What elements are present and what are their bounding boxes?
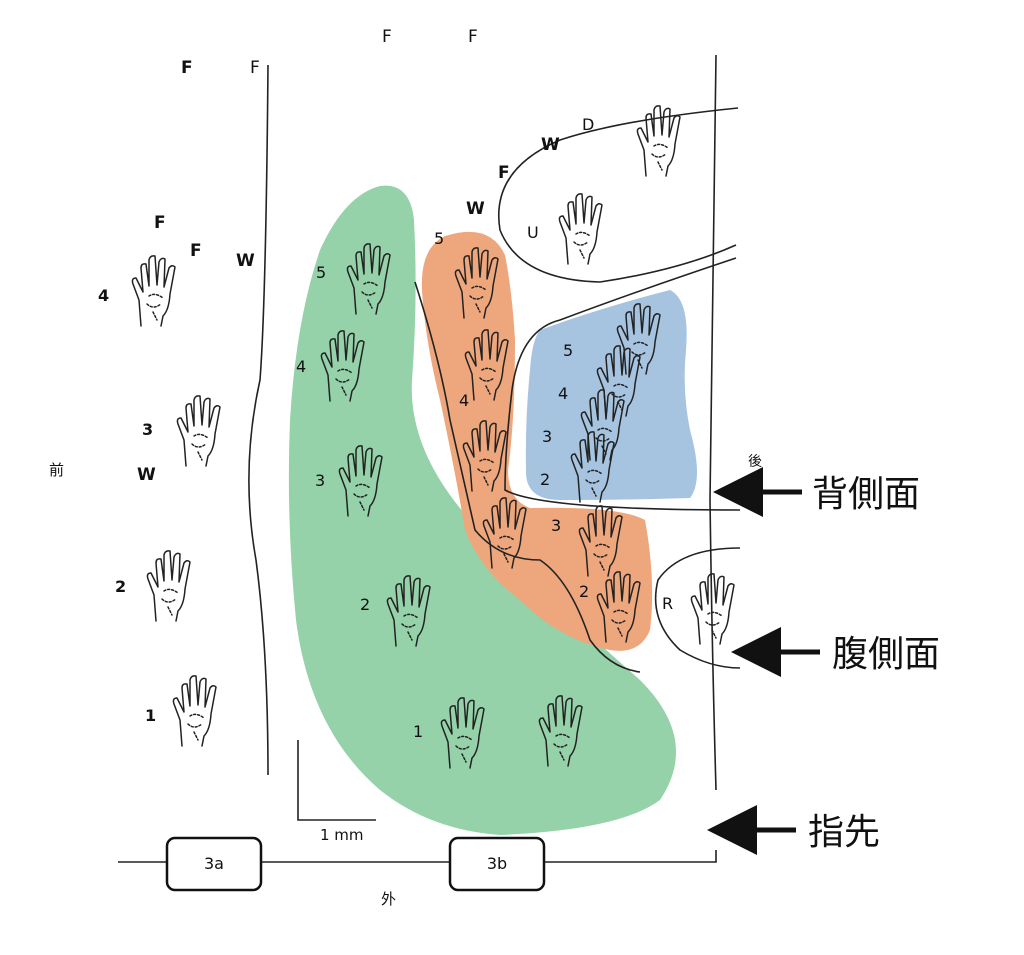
green-region bbox=[288, 185, 676, 836]
label-w-left-b: W bbox=[137, 465, 156, 485]
hand-icon bbox=[172, 675, 217, 747]
label-digit-4-left: 4 bbox=[98, 286, 109, 305]
label-green-5: 5 bbox=[316, 263, 326, 282]
label-u: U bbox=[527, 223, 539, 242]
label-blue-2: 2 bbox=[540, 470, 550, 489]
label-green-4: 4 bbox=[296, 357, 306, 376]
area-3b-label: 3b bbox=[487, 854, 507, 873]
label-f-top-4: F bbox=[468, 27, 478, 47]
label-w-right-2: W bbox=[541, 135, 560, 155]
label-f-top-3: F bbox=[382, 27, 392, 47]
label-w-left-a: W bbox=[236, 251, 255, 271]
area-3b-box bbox=[448, 836, 546, 892]
label-green-3: 3 bbox=[315, 471, 325, 490]
area-3a-label: 3a bbox=[204, 854, 224, 873]
label-posterior: 後 bbox=[748, 454, 762, 470]
label-green-1: 1 bbox=[413, 722, 423, 741]
label-f-right: F bbox=[498, 163, 510, 183]
upper-oval-line bbox=[498, 107, 739, 283]
label-digit-1-left: 1 bbox=[145, 706, 156, 725]
label-blue-4: 4 bbox=[558, 384, 568, 403]
label-f-top-1: F bbox=[181, 58, 193, 78]
right-boundary-line bbox=[709, 54, 717, 791]
label-green-2: 2 bbox=[360, 595, 370, 614]
label-digit-3-left: 3 bbox=[142, 420, 153, 439]
hand-icon bbox=[176, 395, 221, 467]
lower-oval-line bbox=[654, 547, 741, 669]
label-w-right-1: W bbox=[466, 199, 485, 219]
scale-bar-label: 1 mm bbox=[320, 826, 364, 844]
label-orange-4: 4 bbox=[459, 391, 469, 410]
label-digit-2-left: 2 bbox=[115, 577, 126, 596]
left-boundary-line bbox=[248, 64, 269, 776]
label-orange-3: 3 bbox=[551, 516, 561, 535]
label-lateral: 外 bbox=[381, 890, 396, 908]
label-anterior: 前 bbox=[49, 461, 64, 479]
annotation-dorsal: 背側面 bbox=[812, 474, 920, 515]
label-orange-5: 5 bbox=[434, 229, 444, 248]
annotation-ventral: 腹側面 bbox=[832, 634, 940, 675]
label-f-top-2: F bbox=[250, 58, 260, 78]
blue-region bbox=[525, 290, 697, 500]
hand-icon bbox=[146, 550, 191, 622]
label-orange-2: 2 bbox=[579, 582, 589, 601]
orange-inner-line bbox=[414, 281, 641, 673]
label-blue-5: 5 bbox=[563, 341, 573, 360]
hand-icon bbox=[131, 255, 176, 327]
scale-bar bbox=[297, 740, 376, 821]
label-blue-3: 3 bbox=[542, 427, 552, 446]
hand-icon bbox=[558, 193, 603, 265]
label-f-left-a: F bbox=[154, 213, 166, 233]
label-r: R bbox=[662, 594, 673, 613]
area-3a-box bbox=[165, 836, 263, 892]
orange-region bbox=[421, 231, 653, 651]
middle-curve-line bbox=[504, 257, 741, 511]
label-d: D bbox=[582, 115, 594, 134]
annotation-fingertip: 指先 bbox=[808, 812, 880, 853]
label-f-left-b: F bbox=[190, 241, 202, 261]
